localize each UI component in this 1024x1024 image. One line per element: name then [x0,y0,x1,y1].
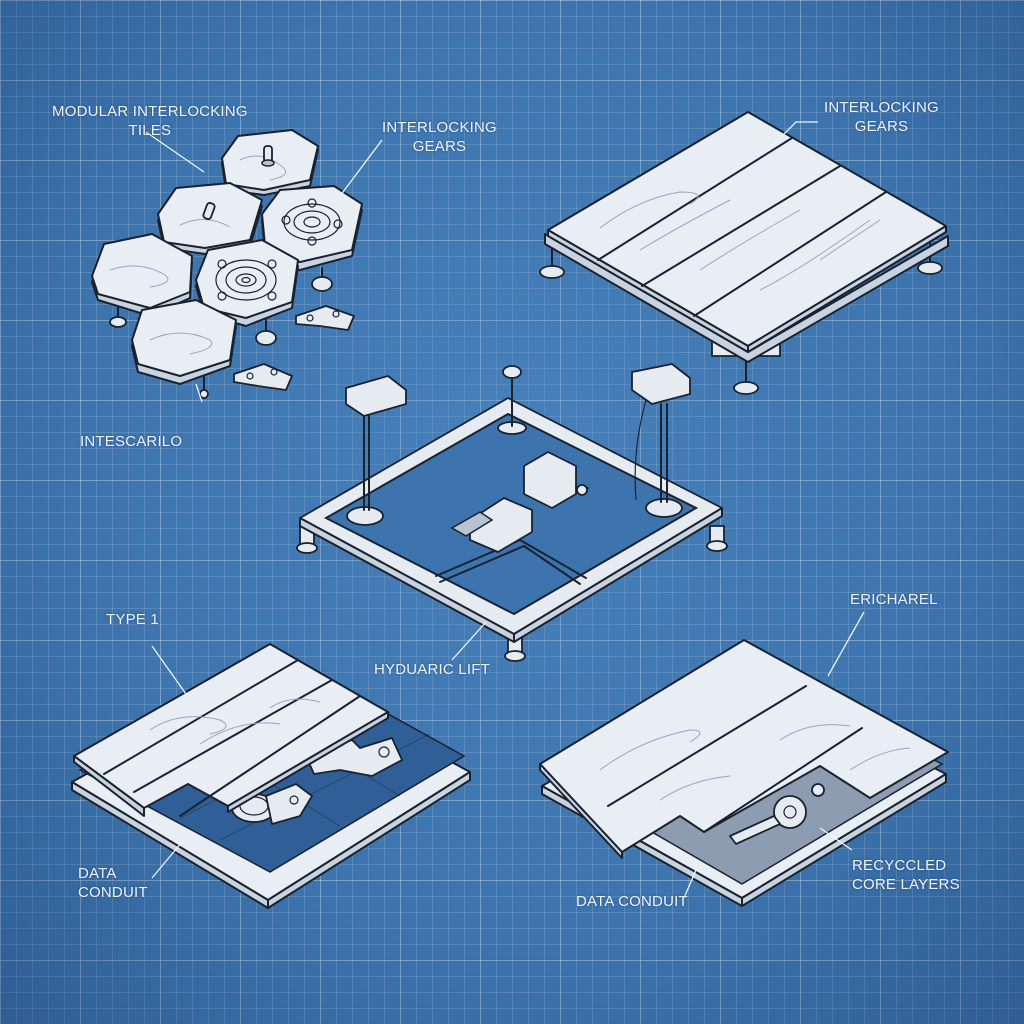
label-data-conduit-right: DATA CONDUIT [576,893,688,910]
type1-tile [71,643,471,909]
hex-tile [157,182,263,255]
hex-tile-cluster [91,129,363,399]
label-data-conduit-left: DATA CONDUIT [78,865,148,901]
label-type-1: TYPE 1 [106,611,159,628]
sensor-post-icon [345,363,691,526]
label-intescarilo: INTESCARILO [80,433,183,450]
hex-tile [91,233,193,317]
clip-connector-icon [233,305,355,391]
leader-lines [145,121,865,899]
gear-icon [729,783,825,845]
label-interlocking-gears-right: INTERLOCKING GEARS [824,99,939,135]
label-recycled-core-layers: RECYCCLED CORE LAYERS [852,857,960,893]
actuator-icon [450,451,589,553]
recycled-core-tile [539,639,949,907]
hex-tile [131,299,237,385]
threaded-rod-icon [497,365,527,435]
hex-tile-gear [195,239,299,327]
label-interlocking-gears-left: INTERLOCKING GEARS [382,119,497,155]
plank-platform [539,111,949,395]
label-modular-interlocking-tiles: MODULAR INTERLOCKING TILES [52,103,248,139]
hex-tile [221,129,319,196]
gear-icon [281,198,343,246]
gear-icon [215,259,277,301]
adjustable-foot-icon [109,267,333,399]
label-hydraulic-lift: HYDUARIC LIFT [374,661,490,678]
hydraulic-lift-frame [296,363,728,662]
label-ericharel: ERICHAREL [850,591,938,608]
hex-tile-gear [261,185,363,271]
